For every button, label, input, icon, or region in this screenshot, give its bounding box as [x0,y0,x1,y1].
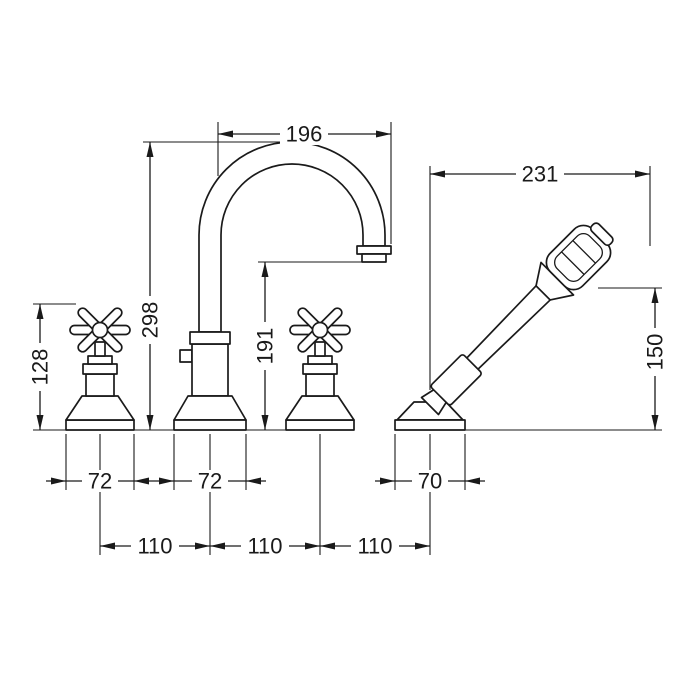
dim-handle-base-width: 72 [82,469,118,494]
dim-shower-reach: 231 [516,162,564,187]
dim-spout-height: 298 [138,296,163,344]
spout-base-flare [173,395,247,421]
spout-aerator-tip [361,253,387,263]
dim-pitch-center: 110 [241,534,289,559]
dim-spout-reach-value: 196 [286,122,323,147]
dim-shower-head-height-value: 150 [643,334,668,371]
shower-head-cap [589,222,614,247]
dim-pitch-left: 110 [131,534,179,559]
dim-shower-base-width-value: 70 [418,469,442,494]
right-handle-valve [285,305,355,431]
dim-spout-base-width-value: 72 [198,469,222,494]
spout-body [191,343,229,397]
spout-gooseneck [198,141,386,333]
spout-collar [189,331,231,345]
dim-outlet-height-value: 191 [253,328,278,365]
dim-spout-base-width: 72 [192,469,228,494]
spout-base-plate [173,419,247,431]
spout-aerator-collar [356,245,392,255]
dim-pitch-center-value: 110 [247,534,282,559]
shower-head-neck [535,261,575,301]
dim-pitch-right: 110 [351,534,399,559]
hand-shower [394,222,614,431]
shower-base-plate [394,419,466,431]
dim-spout-reach: 196 [280,122,328,147]
diverter-knob [179,349,193,363]
dim-pitch-right-value: 110 [357,534,392,559]
cross-handle-hub [91,321,109,339]
dim-spout-height-value: 298 [138,302,163,339]
dimension-labels: 196 231 298 191 128 150 72 72 [28,122,668,559]
dim-handle-height-value: 128 [28,349,53,386]
shower-holder-sleeve [430,354,482,406]
left-handle-valve [65,307,135,431]
spray-face [553,233,603,283]
dim-shower-head-height: 150 [643,328,668,376]
dim-pitch-left-value: 110 [137,534,172,559]
dim-shower-reach-value: 231 [522,162,559,187]
dim-handle-base-width-value: 72 [88,469,112,494]
dim-handle-height: 128 [28,343,53,391]
dim-shower-base-width: 70 [412,469,448,494]
spout [173,141,392,431]
dim-outlet-height: 191 [253,322,278,370]
dimension-lines [36,130,659,550]
